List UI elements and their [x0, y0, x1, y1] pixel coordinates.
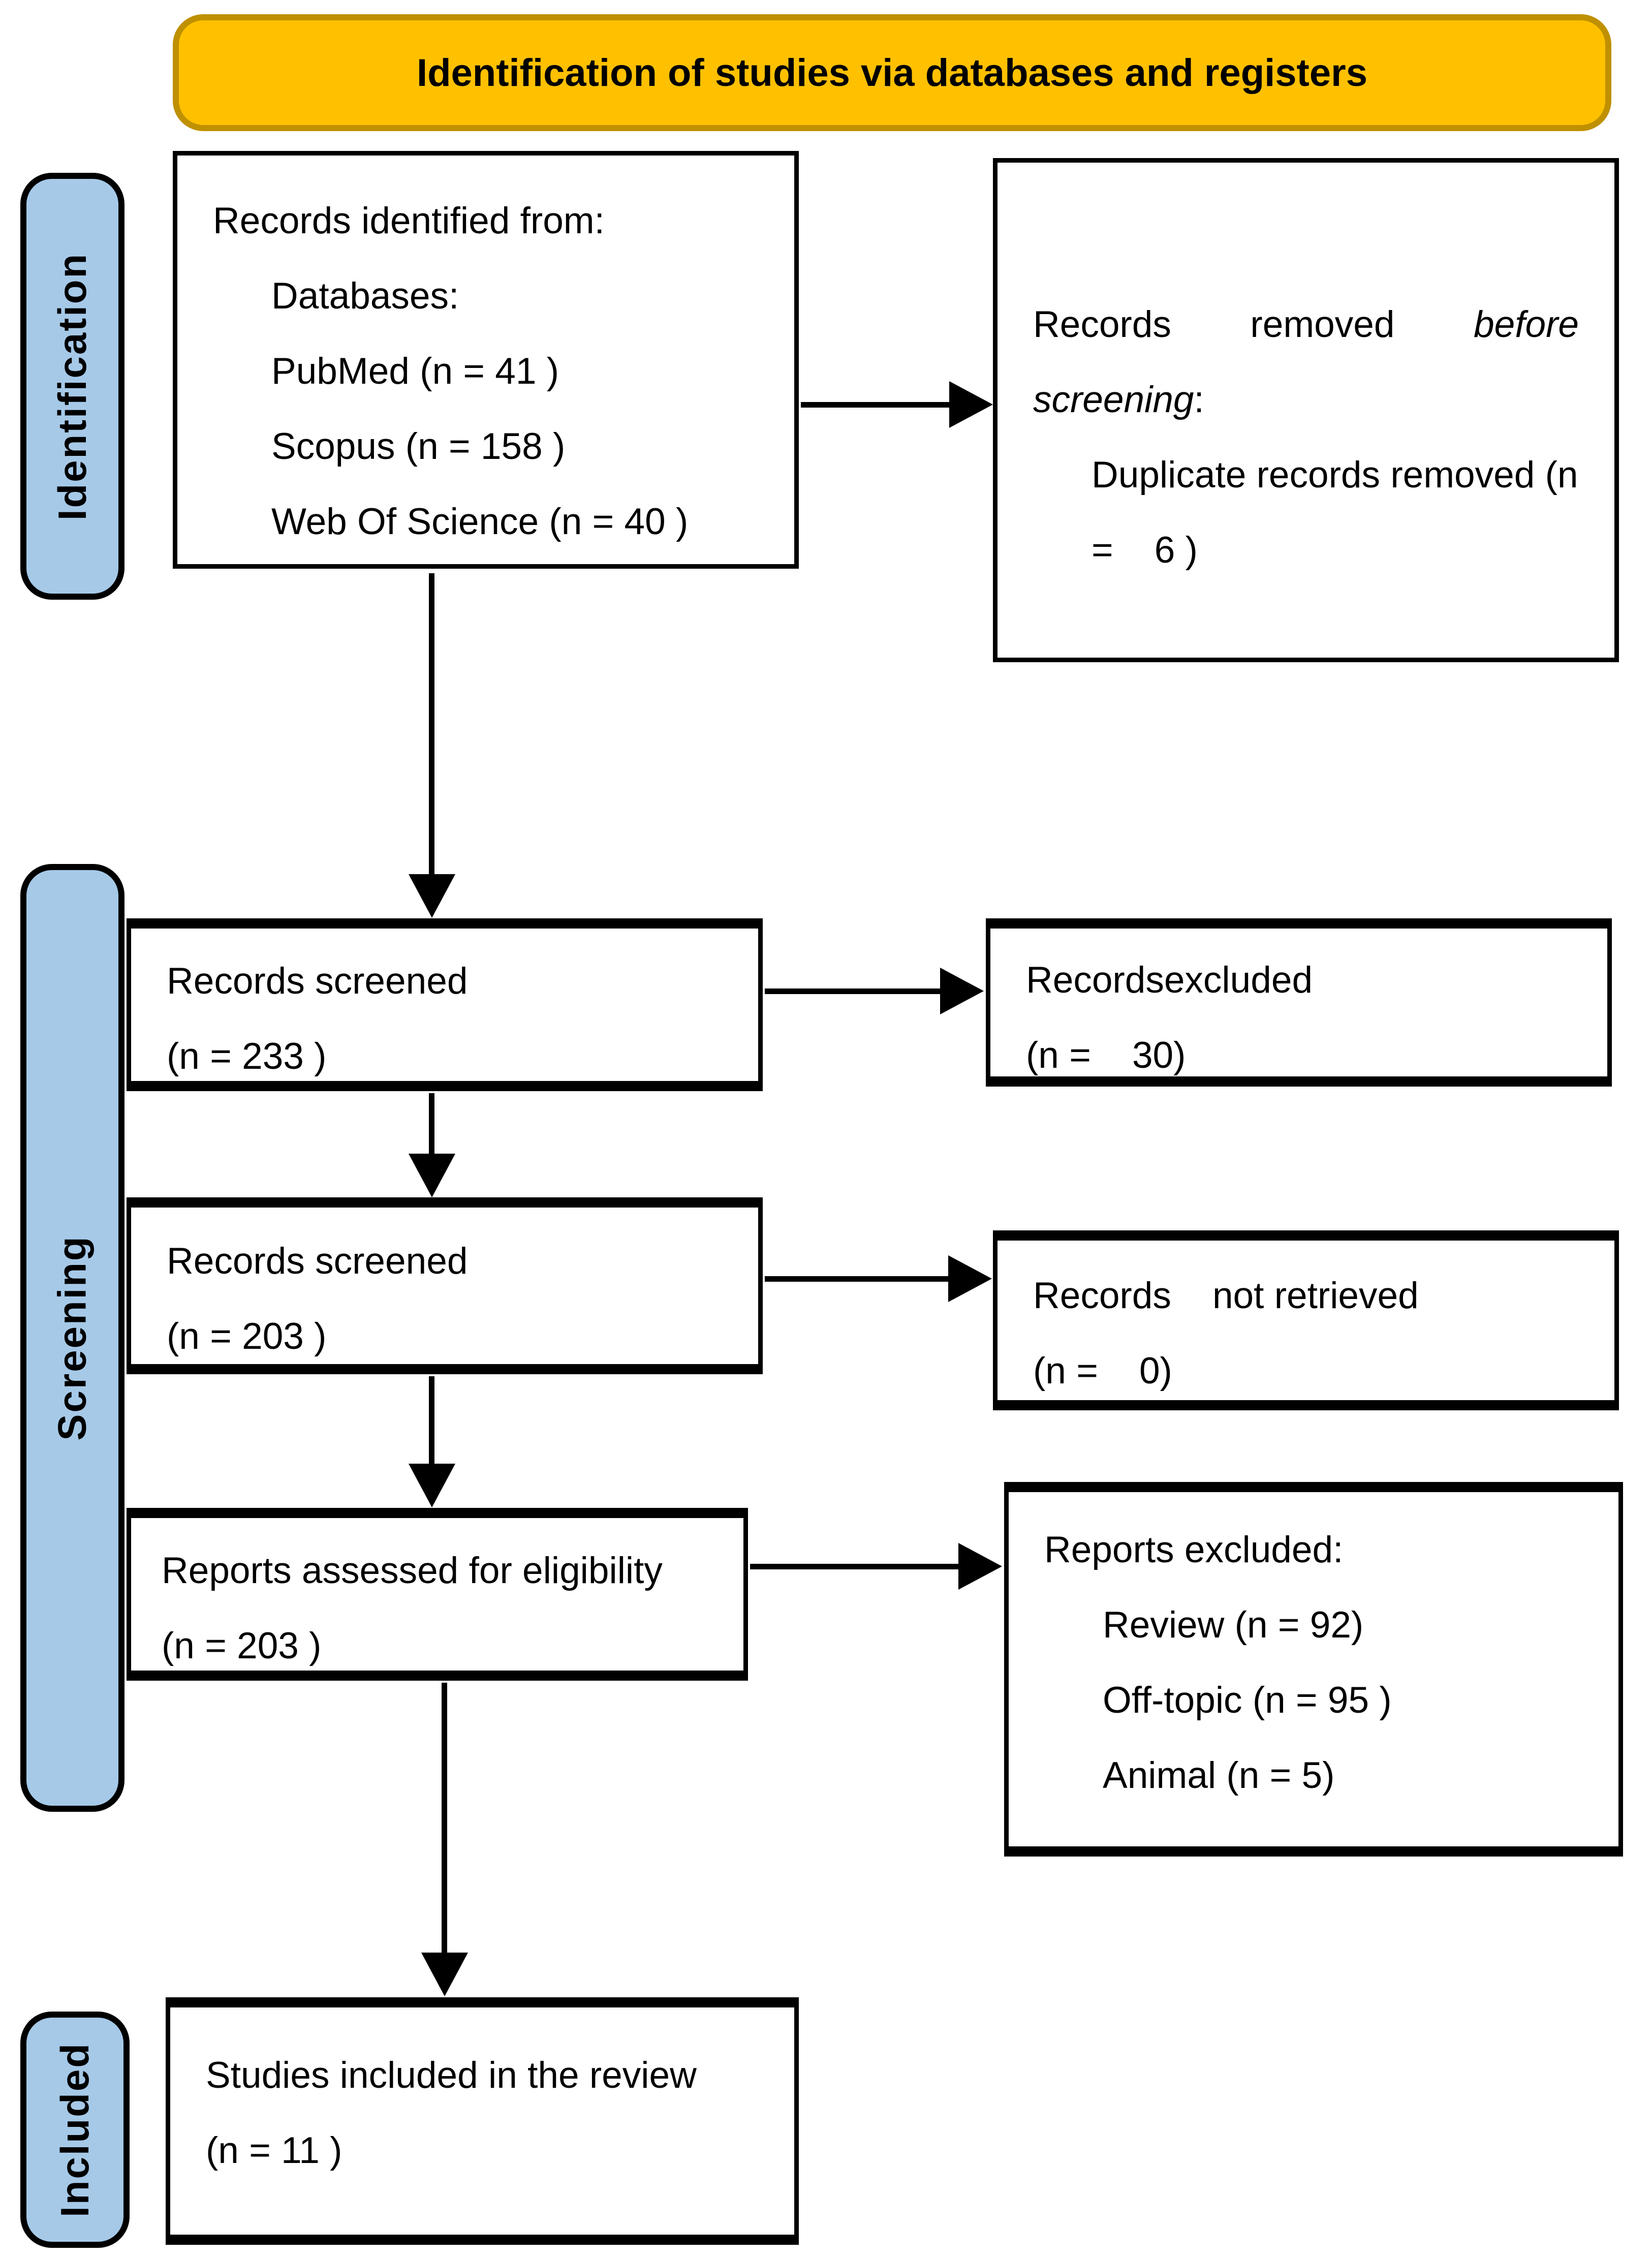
reports-excluded-animal: Animal (n = 5) [1103, 1755, 1335, 1796]
arrow-identified-to-screened-head-icon [409, 874, 455, 918]
records-not-retrieved-count: (n = 0) [1033, 1350, 1172, 1392]
records-identified-line: Databases: [271, 275, 459, 317]
records-screened-line: Records screened [167, 1241, 468, 1282]
box-records-removed-before-screening: Records removed before screening: Duplic… [993, 158, 1619, 662]
screening-italic: screening [1033, 379, 1194, 420]
arrow-assessed-to-reportsexcluded-line [750, 1564, 959, 1569]
reports-excluded-review: Review (n = 92) [1103, 1604, 1364, 1646]
sidebar-included-label: Included [52, 2042, 97, 2217]
records-identified-line: PubMed (n = 41 ) [271, 351, 559, 392]
arrow-screened2-to-assessed-line [429, 1376, 434, 1467]
records-excluded-line: Recordsexcluded [1026, 960, 1313, 1001]
reports-excluded-offtopic: Off-topic (n = 95 ) [1103, 1680, 1392, 1721]
duplicates-count-line: = 6 ) [1092, 530, 1198, 571]
studies-included-line: Studies included in the review [206, 2055, 697, 2096]
arrow-screened1-to-excluded-line [765, 988, 941, 994]
duplicates-removed-line: Duplicate records removed (n [1092, 454, 1578, 496]
banner-identification-via-databases: Identification of studies via databases … [173, 14, 1611, 131]
box-records-excluded: Recordsexcluded (n = 30) [986, 918, 1612, 1087]
records-removed-line1: Records removed before [998, 287, 1614, 362]
records-removed-word-italic: before [1474, 304, 1579, 345]
arrow-assessed-to-included-line [442, 1683, 447, 1955]
reports-assessed-line: Reports assessed for eligibility [162, 1550, 663, 1591]
arrow-screened2-to-notretrieved-line [765, 1276, 950, 1282]
arrow-identified-to-removed-line [801, 402, 951, 408]
sidebar-screening: Screening [20, 864, 124, 1812]
records-screened-count: (n = 233 ) [167, 1036, 327, 1077]
box-records-identified: Records identified from: Databases: PubM… [173, 151, 799, 569]
sidebar-identification: Identification [20, 173, 124, 600]
box-reports-assessed: Reports assessed for eligibility (n = 20… [127, 1508, 748, 1681]
box-reports-excluded: Reports excluded: Review (n = 92) Off-to… [1004, 1482, 1623, 1857]
records-identified-line: Scopus (n = 158 ) [271, 426, 566, 467]
arrow-screened2-to-assessed-head-icon [409, 1464, 455, 1507]
box-studies-included: Studies included in the review (n = 11 ) [166, 1997, 799, 2245]
box-records-screened-1: Records screened (n = 233 ) [127, 918, 763, 1091]
arrow-screened1-to-excluded-head-icon [940, 968, 984, 1014]
arrow-screened1-to-screened2-head-icon [409, 1154, 455, 1197]
arrow-assessed-to-included-head-icon [421, 1953, 468, 1996]
records-identified-line: Web Of Science (n = 40 ) [271, 501, 689, 542]
records-removed-line2: screening: [998, 362, 1614, 438]
arrow-identified-to-removed-head-icon [949, 381, 993, 428]
records-identified-line: Records identified from: [213, 200, 605, 241]
banner-title: Identification of studies via databases … [417, 51, 1367, 95]
arrow-assessed-to-reportsexcluded-head-icon [958, 1543, 1002, 1590]
sidebar-included: Included [20, 2012, 130, 2248]
studies-included-count: (n = 11 ) [206, 2130, 342, 2171]
records-excluded-count: (n = 30) [1026, 1035, 1186, 1076]
reports-excluded-title: Reports excluded: [1044, 1529, 1344, 1570]
records-removed-word: Records [1033, 304, 1171, 345]
reports-assessed-count: (n = 203 ) [162, 1625, 322, 1666]
arrow-identified-to-screened-line [429, 573, 434, 876]
sidebar-screening-label: Screening [50, 1235, 95, 1441]
records-removed-word: removed [1250, 304, 1395, 345]
arrow-screened2-to-notretrieved-head-icon [948, 1255, 992, 1302]
records-screened-line: Records screened [167, 961, 468, 1002]
box-records-not-retrieved: Records not retrieved (n = 0) [993, 1230, 1619, 1410]
sidebar-identification-label: Identification [50, 252, 95, 520]
arrow-screened1-to-screened2-line [429, 1093, 434, 1156]
box-records-screened-2: Records screened (n = 203 ) [127, 1197, 763, 1374]
records-screened-count: (n = 203 ) [167, 1316, 327, 1357]
records-not-retrieved-line: Records not retrieved [1033, 1275, 1419, 1316]
colon: : [1194, 379, 1204, 420]
